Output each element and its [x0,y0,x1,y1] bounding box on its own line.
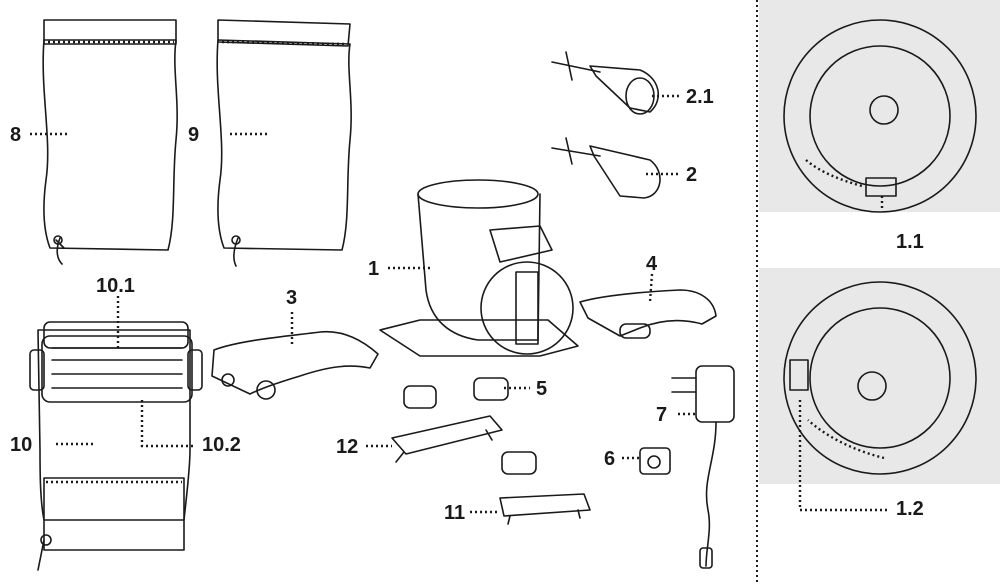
callout-12: 12 [336,436,358,458]
callout-1: 1 [368,258,379,280]
detail-panel-bottom [759,268,1000,484]
detail-panel-top [759,0,1000,213]
callout-8: 8 [10,124,21,146]
part-4-bracket [579,289,717,339]
filter-bag-9 [216,19,352,267]
callout-2-1: 2.1 [686,86,714,108]
callout-3: 3 [286,287,297,309]
part-7-power-adapter [671,365,735,569]
callout-11: 11 [444,502,465,524]
part-5-rollers [403,377,537,475]
part-2-axle [551,137,661,199]
callout-6: 6 [604,448,615,470]
callout-10-2: 10.2 [202,434,241,456]
part-2-1-axle [551,51,660,115]
callout-2: 2 [686,164,697,186]
callout-4: 4 [646,253,658,275]
part-11-clip [499,493,591,525]
callout-7: 7 [656,404,667,426]
filter-bag-8 [42,19,178,265]
leader-lines [30,94,888,514]
callout-10-1: 10.1 [96,275,135,297]
part-6-connector [639,447,671,475]
callout-9: 9 [188,124,199,146]
callout-5: 5 [536,378,547,400]
callout-1-2: 1.2 [896,498,924,520]
part-12-clip [391,415,503,463]
callout-1-1: 1.1 [896,231,924,253]
part-3-bracket [211,330,379,400]
part-1-housing [379,179,579,357]
callout-10: 10 [10,434,32,456]
callout-labels: 8 9 10.1 10 10.2 3 1 2.1 2 4 5 12 7 6 11… [10,86,924,524]
